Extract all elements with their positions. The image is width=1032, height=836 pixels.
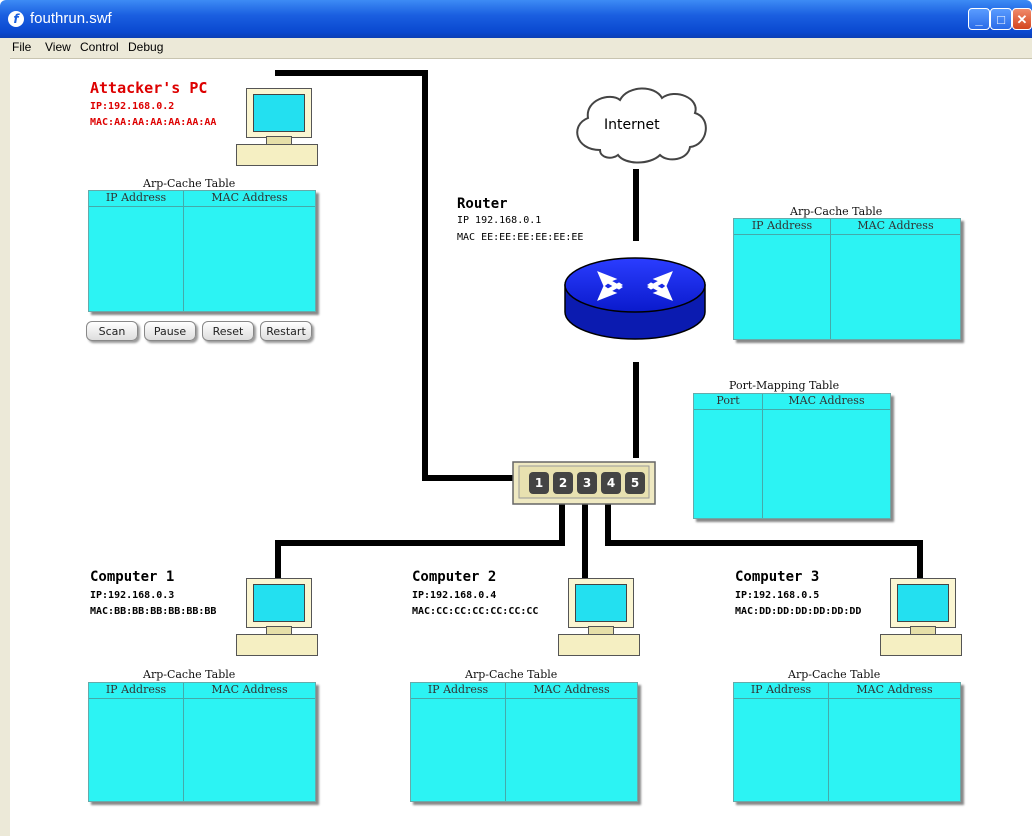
cable-computer3	[605, 502, 923, 581]
switch-port-5: 5	[625, 472, 645, 494]
router-title: Router	[457, 196, 508, 212]
attacker-mac: MAC:AA:AA:AA:AA:AA:AA	[90, 117, 217, 128]
computer2-title: Computer 2	[412, 569, 497, 585]
cable-computer1	[275, 502, 565, 581]
minimize-button[interactable]: _	[968, 8, 990, 30]
switch-port-1: 1	[529, 472, 549, 494]
computer2-table-title: Arp-Cache Table	[465, 668, 558, 681]
col-mac-address: MAC Address	[857, 219, 934, 232]
pause-button[interactable]: Pause	[144, 321, 196, 341]
maximize-button[interactable]: □	[990, 8, 1012, 30]
window-titlebar: f fouthrun.swf _ □ ✕	[0, 0, 1032, 38]
col-ip-address: IP Address	[427, 683, 489, 696]
menu-file[interactable]: File	[12, 40, 32, 54]
internet-cloud	[576, 87, 707, 164]
computer1-pc-icon	[236, 578, 318, 658]
computer3-table-title: Arp-Cache Table	[788, 668, 881, 681]
col-ip-address: IP Address	[750, 683, 812, 696]
attacker-arp-table: IP Address MAC Address	[88, 190, 316, 312]
computer1-ip: IP:192.168.0.3	[90, 590, 175, 601]
computer3-arp-table: IP Address MAC Address	[733, 682, 961, 802]
attacker-table-title: Arp-Cache Table	[143, 177, 236, 190]
col-mac-address: MAC Address	[788, 394, 865, 407]
network-cables	[275, 70, 923, 581]
attacker-ip: IP:192.168.0.2	[90, 101, 175, 112]
router-ip: IP 192.168.0.1	[457, 215, 542, 226]
router-table-title: Arp-Cache Table	[790, 205, 883, 218]
col-ip-address: IP Address	[105, 683, 167, 696]
menu-debug[interactable]: Debug	[128, 40, 164, 54]
computer1-arp-table: IP Address MAC Address	[88, 682, 316, 802]
computer2-ip: IP:192.168.0.4	[412, 590, 497, 601]
menu-view[interactable]: View	[45, 40, 71, 54]
computer1-table-title: Arp-Cache Table	[143, 668, 236, 681]
computer2-pc-icon	[558, 578, 640, 658]
col-ip-address: IP Address	[751, 219, 813, 232]
switch-port-3: 3	[577, 472, 597, 494]
computer2-mac: MAC:CC:CC:CC:CC:CC:CC	[412, 606, 539, 617]
switch-port-2: 2	[553, 472, 573, 494]
switch-port-4: 4	[601, 472, 621, 494]
attacker-title: Attacker's PC	[90, 79, 208, 97]
computer2-arp-table: IP Address MAC Address	[410, 682, 638, 802]
internet-label: Internet	[604, 117, 660, 133]
router-arp-table: IP Address MAC Address	[733, 218, 961, 340]
col-mac-address: MAC Address	[211, 191, 288, 204]
col-mac-address: MAC Address	[856, 683, 933, 696]
flash-icon: f	[8, 11, 24, 27]
col-mac-address: MAC Address	[533, 683, 610, 696]
computer1-title: Computer 1	[90, 569, 175, 585]
computer3-pc-icon	[880, 578, 962, 658]
port-mapping-title: Port-Mapping Table	[729, 379, 840, 392]
computer3-title: Computer 3	[735, 569, 820, 585]
col-mac-address: MAC Address	[211, 683, 288, 696]
menu-control[interactable]: Control	[80, 40, 119, 54]
scan-button[interactable]: Scan	[86, 321, 138, 341]
col-port: Port	[716, 394, 740, 407]
router-icon	[564, 257, 706, 340]
attacker-pc-icon	[236, 88, 318, 168]
cable-attacker	[275, 70, 515, 481]
computer3-mac: MAC:DD:DD:DD:DD:DD:DD	[735, 606, 862, 617]
window-title: fouthrun.swf	[30, 10, 112, 27]
restart-button[interactable]: Restart	[260, 321, 312, 341]
router-mac: MAC EE:EE:EE:EE:EE:EE	[457, 232, 584, 243]
col-ip-address: IP Address	[105, 191, 167, 204]
reset-button[interactable]: Reset	[202, 321, 254, 341]
computer1-mac: MAC:BB:BB:BB:BB:BB:BB	[90, 606, 217, 617]
computer3-ip: IP:192.168.0.5	[735, 590, 820, 601]
menu-bar: File View Control Debug	[0, 38, 1032, 59]
port-mapping-table: Port MAC Address	[693, 393, 891, 519]
window-frame	[0, 58, 10, 836]
